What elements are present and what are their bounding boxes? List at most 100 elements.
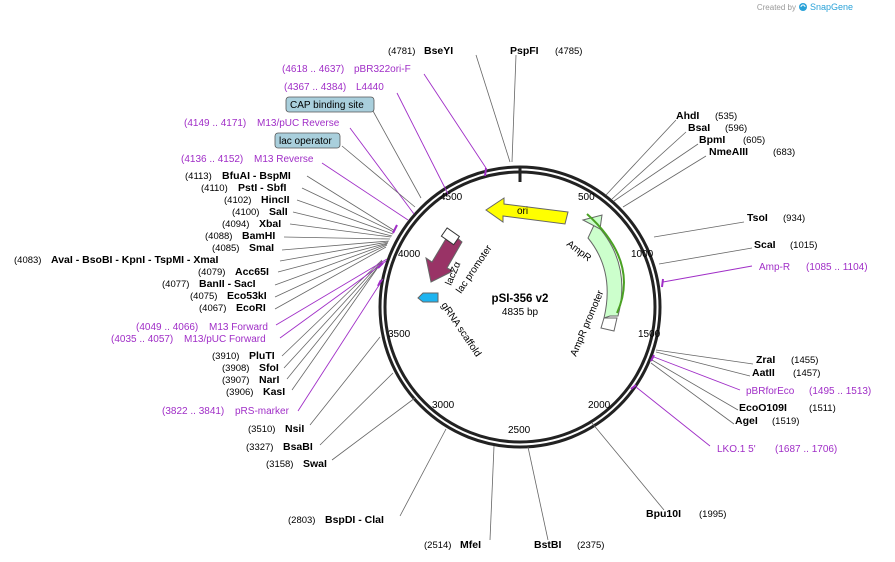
primer-pbrforeco[interactable]: pBRforEco(1495 .. 1513) — [746, 386, 871, 397]
tick-label: 1000 — [631, 249, 654, 260]
site-nari[interactable]: (3907)NarI — [222, 374, 280, 386]
svg-text:(683): (683) — [773, 147, 795, 158]
site-bamhi[interactable]: (4088)BamHI — [205, 230, 275, 242]
site-zrai[interactable]: ZraI(1455) — [756, 354, 818, 366]
svg-text:(1085 .. 1104): (1085 .. 1104) — [806, 262, 868, 273]
svg-text:SmaI: SmaI — [249, 242, 274, 254]
site-bpu10i[interactable]: Bpu10I(1995) — [646, 508, 726, 520]
svg-text:L4440: L4440 — [356, 82, 384, 93]
tick-label: 3500 — [388, 329, 411, 340]
lac-operator-label[interactable]: lac operator — [274, 132, 341, 149]
restriction-sites: (4781)BseYI PspFI(4785) AhdI(535) BsaI(5… — [14, 45, 836, 551]
svg-text:(4136 .. 4152): (4136 .. 4152) — [181, 154, 243, 165]
site-scai[interactable]: ScaI(1015) — [754, 239, 817, 251]
primers: (4618 .. 4637) pBR322ori-F (4367 .. 4384)… — [111, 64, 871, 455]
site-kasi[interactable]: (3906)KasI — [226, 386, 285, 398]
site-ecoo109i[interactable]: EcoO109I(1511) — [739, 402, 836, 414]
primer-m13-puc-forward[interactable]: (4035 .. 4057) M13/pUC Forward — [111, 334, 266, 345]
primer-l4440[interactable]: (4367 .. 4384)L4440 — [284, 82, 384, 93]
svg-text:(2803): (2803) — [288, 515, 315, 526]
svg-text:(4100): (4100) — [232, 207, 259, 218]
svg-text:Amp-R: Amp-R — [759, 262, 790, 273]
svg-text:(4785): (4785) — [555, 46, 582, 57]
primer-m13-puc-reverse[interactable]: (4149 .. 4171)M13/pUC Reverse — [184, 118, 340, 129]
site-sfoi[interactable]: (3908)SfoI — [222, 362, 279, 374]
svg-text:pBRforEco: pBRforEco — [746, 386, 795, 397]
site-pspfi[interactable]: PspFI(4785) — [510, 45, 582, 57]
feature-label-ampr-promoter: AmpR promoter — [569, 288, 607, 358]
svg-text:M13 Forward: M13 Forward — [209, 322, 268, 333]
primer-amp-r[interactable]: Amp-R (1085 .. 1104) — [759, 262, 868, 273]
svg-text:(3906): (3906) — [226, 387, 253, 398]
svg-text:(3822 .. 3841): (3822 .. 3841) — [162, 406, 224, 417]
svg-text:(605): (605) — [743, 135, 765, 146]
svg-text:EcoRI: EcoRI — [236, 302, 266, 314]
svg-text:(4110): (4110) — [201, 183, 228, 194]
site-acc65i[interactable]: (4079)Acc65I — [198, 266, 269, 278]
site-bspdi-clai[interactable]: (2803) BspDI - ClaI — [288, 514, 384, 526]
site-eco53ki[interactable]: (4075)Eco53kI — [190, 290, 267, 302]
svg-text:BamHI: BamHI — [242, 230, 275, 242]
svg-text:AgeI: AgeI — [735, 415, 758, 427]
feature-lacza[interactable]: lacZα — [425, 227, 463, 287]
primer-m13-reverse[interactable]: (4136 .. 4152)M13 Reverse — [181, 154, 314, 165]
svg-text:AhdI: AhdI — [676, 110, 699, 122]
svg-text:pRS-marker: pRS-marker — [235, 406, 290, 417]
svg-text:BstBI: BstBI — [534, 539, 562, 551]
svg-text:M13/pUC Forward: M13/pUC Forward — [184, 334, 266, 345]
site-avai-group[interactable]: (4083)AvaI - BsoBI - KpnI - TspMI - XmaI — [14, 254, 219, 266]
svg-text:pBR322ori-F: pBR322ori-F — [354, 64, 411, 75]
svg-text:CAP binding site: CAP binding site — [290, 100, 364, 111]
svg-text:AatII: AatII — [752, 367, 775, 379]
site-connectors — [274, 54, 754, 541]
site-ecori[interactable]: (4067)EcoRI — [199, 302, 266, 314]
site-bpmi[interactable]: BpmI(605) — [699, 134, 765, 146]
site-nsii[interactable]: (3510)NsiI — [248, 423, 304, 435]
site-bseyi[interactable]: (4781)BseYI — [388, 45, 453, 57]
primer-m13-forward[interactable]: (4049 .. 4066)M13 Forward — [136, 322, 268, 333]
primer-lko1-5[interactable]: LKO.1 5'(1687 .. 1706) — [717, 444, 837, 455]
svg-text:BsaI: BsaI — [688, 122, 710, 134]
feature-ori[interactable]: ori — [485, 197, 569, 225]
site-bsai[interactable]: BsaI(596) — [688, 122, 747, 134]
tick-label: 1500 — [638, 329, 661, 340]
site-xbai[interactable]: (4094)XbaI — [222, 218, 281, 230]
svg-text:Acc65I: Acc65I — [235, 266, 269, 278]
svg-text:(4618 .. 4637): (4618 .. 4637) — [282, 64, 344, 75]
site-ahdi[interactable]: AhdI(535) — [676, 110, 737, 122]
site-bsabi[interactable]: (3327)BsaBI — [246, 441, 313, 453]
site-mfei[interactable]: (2514)MfeI — [424, 539, 481, 551]
svg-text:(2514): (2514) — [424, 540, 451, 551]
site-bstbi[interactable]: BstBI(2375) — [534, 539, 604, 551]
site-aatii[interactable]: AatII(1457) — [752, 367, 820, 379]
svg-text:(4077): (4077) — [162, 279, 189, 290]
site-psti-sbfi[interactable]: (4110) PstI - SbfI — [201, 182, 287, 194]
site-nmeaiii[interactable]: NmeAIII(683) — [709, 146, 795, 158]
svg-text:(4035 .. 4057): (4035 .. 4057) — [111, 334, 173, 345]
tick-label: 500 — [578, 192, 595, 203]
site-banii-saci[interactable]: (4077)BanII - SacI — [162, 278, 256, 290]
site-agei[interactable]: AgeI(1519) — [735, 415, 799, 427]
site-pluti[interactable]: (3910)PluTI — [212, 350, 275, 362]
site-smai[interactable]: (4085)SmaI — [212, 242, 274, 254]
feature-grna-scaffold[interactable]: gRNA scaffold — [417, 292, 483, 359]
site-hincii[interactable]: (4102)HincII — [224, 194, 290, 206]
site-bfuai-bspmi[interactable]: (4113)BfuAI - BspMI — [185, 170, 291, 182]
primer-pbr322ori-f[interactable]: (4618 .. 4637) pBR322ori-F — [282, 64, 411, 75]
svg-text:(3910): (3910) — [212, 351, 239, 362]
svg-text:BspDI - ClaI: BspDI - ClaI — [325, 514, 384, 526]
svg-text:(1511): (1511) — [809, 403, 836, 414]
site-tsoi[interactable]: TsoI(934) — [747, 212, 805, 224]
site-sali[interactable]: (4100)SalI — [232, 206, 288, 218]
feature-ampr-green-arc — [586, 213, 625, 314]
primer-prs-marker[interactable]: (3822 .. 3841) pRS-marker — [162, 406, 290, 417]
brand-name: SnapGene — [810, 2, 853, 12]
cap-binding-site-label[interactable]: CAP binding site — [285, 96, 375, 113]
svg-text:SfoI: SfoI — [259, 362, 279, 374]
plasmid-size: 4835 bp — [502, 307, 539, 318]
svg-text:PstI - SbfI: PstI - SbfI — [238, 182, 287, 194]
site-swai[interactable]: (3158)SwaI — [266, 458, 327, 470]
svg-text:BseYI: BseYI — [424, 45, 453, 57]
svg-text:(4149 .. 4171): (4149 .. 4171) — [184, 118, 246, 129]
